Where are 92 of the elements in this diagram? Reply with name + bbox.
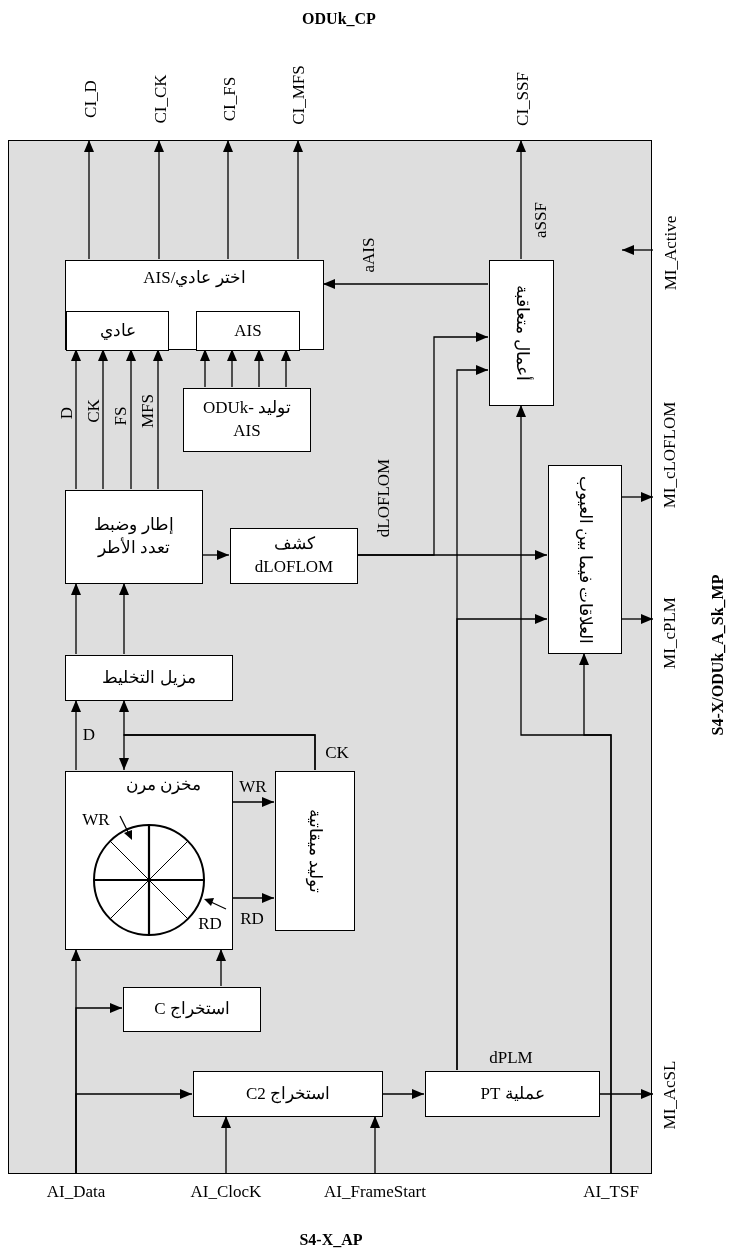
process-box	[275, 771, 355, 931]
signal-arrow	[221, 1115, 231, 1175]
port-label: AI_Data	[26, 1174, 126, 1208]
edge-label: aSSF	[531, 202, 549, 238]
signal-arrow	[381, 1089, 425, 1099]
pointer-label: WR	[82, 810, 110, 828]
edge-label: FS	[111, 406, 129, 426]
signal-arrow	[281, 348, 291, 388]
signal-arrow	[621, 245, 654, 255]
block-title: S4-X/ODUk_A_Sk_MP	[710, 574, 726, 736]
port-label: CI_FS	[217, 57, 239, 140]
process-box	[193, 1071, 383, 1117]
port-group-title: S4-X_AP	[299, 1232, 363, 1248]
signal-arrow	[84, 139, 94, 260]
box-label: عملية PT	[480, 1082, 545, 1105]
process-box	[65, 771, 233, 950]
box-label: AIS	[234, 319, 262, 342]
pointer-label: RD	[198, 914, 222, 932]
process-box	[548, 465, 622, 654]
edge-label: CK	[325, 743, 349, 761]
process-box	[65, 260, 324, 350]
signal-arrow	[456, 614, 548, 1071]
box-label: اختر عادي/AIS	[142, 267, 247, 289]
box-label: توليد ODUk-AIS	[201, 397, 293, 442]
signal-arrow	[231, 893, 275, 903]
signal-arrow	[231, 797, 275, 807]
signal-arrow	[98, 348, 108, 490]
signal-arrow	[254, 348, 264, 388]
process-box	[66, 311, 169, 351]
box-label: مزيل التخليط	[102, 666, 196, 689]
signal-arrow	[516, 139, 526, 260]
signal-arrow	[356, 332, 489, 556]
port-label: CI_CK	[148, 57, 170, 140]
signal-arrow	[154, 139, 164, 260]
process-box	[230, 528, 358, 584]
port-label: MI_cLOFLOM	[653, 370, 685, 540]
signal-arrow	[119, 582, 129, 655]
signal-arrow	[579, 652, 612, 1175]
signal-arrow	[598, 1089, 654, 1099]
signal-arrow	[322, 279, 489, 289]
block-frame	[8, 140, 652, 1174]
edge-label: dPLM	[489, 1048, 533, 1066]
edge-label: dLOFLOM	[374, 458, 392, 538]
signal-arrow	[227, 348, 237, 388]
port-label: MI_cPLM	[653, 578, 685, 688]
edge-label: aAIS	[359, 237, 377, 273]
signal-arrow	[223, 139, 233, 260]
signal-arrow	[620, 614, 654, 624]
signal-arrow	[293, 139, 303, 260]
port-label: CI_MFS	[287, 50, 309, 140]
process-box	[65, 655, 233, 701]
port-group-title: ODUk_CP	[302, 11, 376, 27]
signal-arrow	[71, 348, 81, 490]
port-label: MI_Active	[653, 195, 685, 310]
process-box	[425, 1071, 600, 1117]
process-box	[489, 260, 554, 406]
box-label: إطار وضبط تعدد الأطر	[93, 514, 175, 559]
port-label: AI_ClocK	[170, 1174, 282, 1208]
port-label: CI_D	[78, 57, 100, 140]
box-label: كشف dLOFLOM	[253, 533, 335, 578]
process-box	[123, 987, 261, 1032]
edge-label: D	[57, 406, 75, 420]
edge-label: WR	[239, 777, 267, 795]
edge-label: D	[82, 725, 96, 743]
signal-arrow	[126, 348, 136, 490]
signal-arrow	[75, 1089, 193, 1175]
box-label: أعمال متعاقبة	[511, 284, 535, 383]
signal-arrow	[370, 1115, 380, 1175]
port-label: AI_FrameStart	[296, 1174, 454, 1208]
box-label: العلاقات فيما بين العيوب	[574, 475, 596, 644]
edge-label: CK	[84, 399, 102, 423]
signal-arrow	[71, 699, 81, 771]
edge-label: MFS	[138, 394, 156, 428]
signal-arrow	[620, 492, 654, 502]
signal-arrow	[119, 734, 316, 771]
signal-arrow	[200, 348, 210, 388]
port-label: AI_TSF	[564, 1174, 658, 1208]
signal-arrow	[71, 582, 81, 655]
box-label: توليد ميقاتية	[304, 807, 326, 896]
port-label: CI_SSF	[510, 57, 532, 140]
box-label: استخراج C	[154, 998, 230, 1021]
signal-arrow	[153, 348, 163, 490]
signal-arrow	[216, 948, 226, 987]
box-label: استخراج C2	[245, 1082, 331, 1106]
process-box	[183, 388, 311, 452]
box-label: عادي	[99, 319, 136, 342]
port-label: MI_AcSL	[653, 1045, 685, 1145]
process-box	[196, 311, 300, 351]
process-box	[65, 490, 203, 584]
box-label: مخزن مرن	[126, 774, 202, 796]
edge-label: RD	[240, 909, 264, 927]
signal-arrow	[201, 550, 230, 560]
